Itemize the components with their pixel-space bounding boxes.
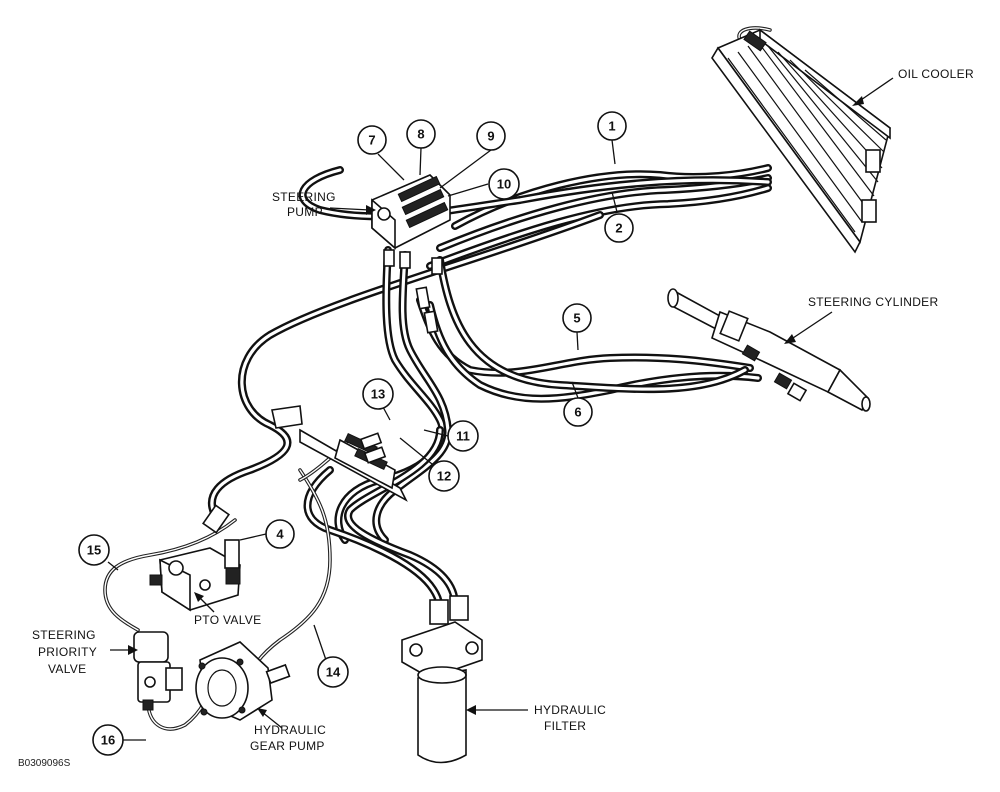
svg-text:16: 16 (101, 733, 115, 748)
callout-2: 2 (604, 213, 634, 243)
callout-10: 10 (488, 168, 520, 200)
priority-valve-label-line1: STEERING (32, 628, 96, 642)
svg-text:4: 4 (276, 527, 284, 542)
cooler-fitting (743, 30, 767, 52)
callout-bubbles: 1 2 4 5 6 7 8 9 10 11 12 13 14 15 16 (78, 111, 634, 756)
svg-text:6: 6 (574, 405, 581, 420)
svg-text:5: 5 (573, 311, 580, 326)
callout-12: 12 (428, 460, 460, 492)
callout-leaders (107, 139, 618, 741)
manifold-bracket (271, 405, 408, 502)
oil-cooler (711, 28, 891, 254)
svg-text:10: 10 (497, 177, 511, 192)
steering-pump-label-line2: PUMP (287, 205, 323, 219)
svg-text:2: 2 (615, 221, 622, 236)
filter-label-line2: FILTER (544, 719, 586, 733)
callout-4: 4 (265, 519, 295, 549)
pto-valve (149, 504, 241, 612)
callout-8: 8 (406, 119, 436, 149)
gear-pump-label-line2: GEAR PUMP (250, 739, 325, 753)
drawing-code: B0309096S (18, 758, 71, 769)
svg-text:11: 11 (456, 429, 470, 444)
svg-text:15: 15 (87, 543, 101, 558)
callout-14: 14 (317, 656, 349, 688)
cooler-bracket-upper (865, 149, 881, 173)
callout-13: 13 (362, 378, 394, 410)
priority-valve-label-line3: VALVE (48, 662, 86, 676)
svg-text:1: 1 (608, 119, 615, 134)
callout-16: 16 (92, 724, 124, 756)
svg-text:9: 9 (487, 129, 494, 144)
hose-group (207, 164, 772, 616)
steering-pump (371, 174, 451, 334)
oil-cooler-label: OIL COOLER (898, 67, 974, 81)
gear-pump-label-line1: HYDRAULIC (254, 723, 326, 737)
steering-cylinder-label: STEERING CYLINDER (808, 295, 938, 309)
hydraulic-gear-pump (195, 641, 291, 721)
callout-9: 9 (476, 121, 506, 151)
steering-pump-label-line1: STEERING (272, 190, 336, 204)
svg-text:7: 7 (368, 133, 375, 148)
filter-label-line1: HYDRAULIC (534, 703, 606, 717)
pto-valve-label: PTO VALVE (194, 613, 261, 627)
hydraulic-filter (401, 595, 483, 764)
svg-text:13: 13 (371, 387, 385, 402)
svg-text:8: 8 (417, 127, 424, 142)
callout-7: 7 (357, 125, 387, 155)
svg-text:14: 14 (326, 665, 341, 680)
callout-11: 11 (447, 420, 479, 452)
callout-1: 1 (597, 111, 627, 141)
callout-6: 6 (563, 397, 593, 427)
steering-cylinder (667, 288, 871, 412)
cooler-bracket-lower (861, 199, 877, 223)
pointer-arrows (110, 77, 894, 729)
steering-priority-valve (133, 631, 183, 711)
callout-15: 15 (78, 534, 110, 566)
svg-text:12: 12 (437, 469, 451, 484)
callout-5: 5 (562, 303, 592, 333)
priority-valve-label-line2: PRIORITY (38, 645, 97, 659)
